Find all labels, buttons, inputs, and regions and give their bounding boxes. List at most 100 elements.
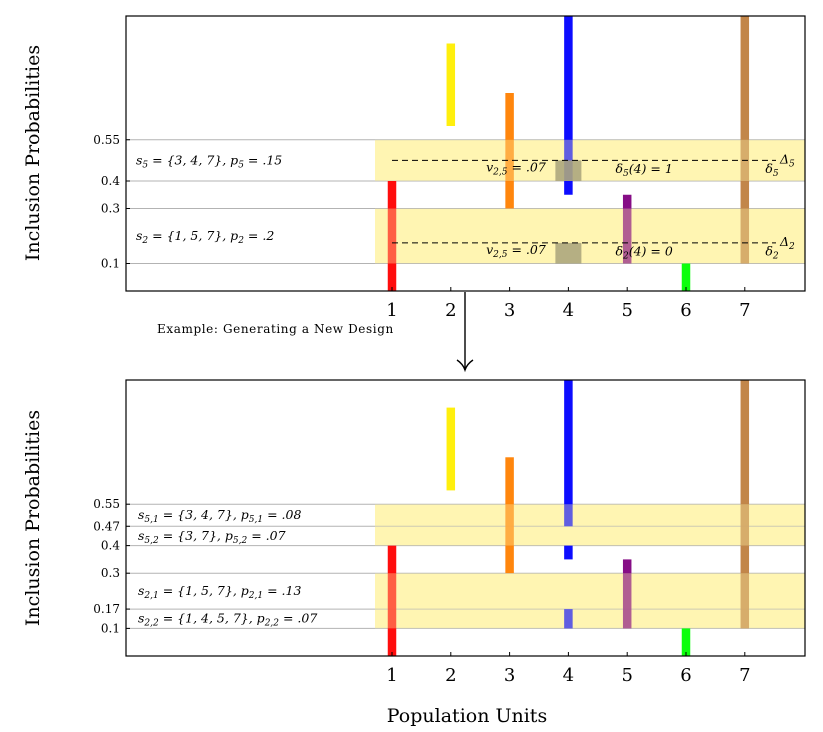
- text-run: 5: [142, 160, 148, 170]
- text-run: = {3, 4, 7}, p: [148, 152, 238, 167]
- x-tick-label: 7: [739, 300, 750, 321]
- x-tick-label: 2: [445, 665, 456, 686]
- bar-unit-2: [446, 43, 456, 126]
- text-run: = {3, 7}, p: [159, 528, 233, 543]
- y-tick-label: 0.3: [101, 566, 120, 580]
- text-run: 5,2: [144, 536, 159, 546]
- x-tick-label: 4: [563, 300, 574, 321]
- grey-block: [555, 242, 582, 264]
- text-run: 2,1: [248, 591, 263, 601]
- text-run: s: [138, 528, 144, 543]
- bar-unit-6: [681, 628, 691, 656]
- text-run: 2: [788, 242, 795, 252]
- y-tick-label: 0.1: [101, 621, 120, 635]
- text-run: 2,2: [264, 619, 280, 629]
- x-tick-label: 3: [504, 300, 515, 321]
- band-label: s5,2​ = {3, 7}, p5,2​ = .07: [138, 528, 286, 546]
- y-axis-label: Inclusion Probabilities: [22, 410, 44, 626]
- y-tick-label: 0.1: [101, 257, 120, 271]
- text-run: = {3, 4, 7}, p: [159, 507, 249, 522]
- bar-unit-1: [387, 545, 397, 656]
- grey-block: [555, 160, 582, 181]
- annotation: δ5​(4) = 1: [615, 161, 672, 179]
- band-label: s5​ = {3, 4, 7}, p5​ = .15: [136, 152, 282, 170]
- text-run: = .15: [244, 152, 282, 167]
- text-run: = .13: [263, 583, 301, 598]
- plot-frame: [125, 379, 806, 657]
- text-run: 5,1: [144, 515, 158, 525]
- x-tick-label: 6: [680, 300, 691, 321]
- bar-unit-5: [622, 194, 632, 264]
- bar-unit-1: [387, 181, 397, 291]
- text-run: 5: [623, 169, 629, 179]
- transition-arrow: [456, 292, 474, 373]
- text-run: v: [486, 242, 493, 257]
- bar-unit-7: [740, 16, 750, 264]
- caption-text: Example: Generating a New Design: [157, 322, 394, 336]
- text-run: (4) = 1: [629, 161, 673, 176]
- bar-unit-7: [740, 380, 750, 629]
- y-axis-label: Inclusion Probabilities: [22, 45, 44, 261]
- x-tick-label: 7: [739, 665, 750, 686]
- annotation: δ5​: [765, 161, 779, 179]
- x-tick-label: 3: [504, 665, 515, 686]
- text-run: s: [138, 507, 144, 522]
- band-overlay: [375, 504, 805, 546]
- text-run: = {1, 5, 7}, p: [148, 228, 238, 243]
- text-run: = .2: [244, 228, 274, 243]
- bar-unit-3: [505, 457, 514, 574]
- text-run: = .08: [263, 507, 301, 522]
- text-run: s: [138, 611, 144, 626]
- text-run: 5,1: [249, 515, 263, 525]
- x-tick-label: 1: [386, 300, 397, 321]
- text-run: = {1, 4, 5, 7}, p: [159, 611, 265, 626]
- plot-frame: [125, 15, 806, 292]
- text-run: 2,5: [492, 250, 508, 260]
- annotation: v2,5​ = .07: [486, 242, 546, 260]
- text-run: 2,5: [492, 167, 508, 177]
- x-tick-label: 1: [386, 665, 397, 686]
- x-tick-label: 5: [621, 300, 632, 321]
- y-tick-label: 0.4: [101, 539, 120, 553]
- bar-unit-6: [681, 263, 691, 291]
- text-run: 2: [237, 236, 244, 246]
- delta-label: Δ2​: [779, 234, 795, 252]
- y-tick-label: 0.4: [101, 174, 120, 188]
- y-tick-label: 0.55: [93, 133, 120, 147]
- y-tick-label: 0.47: [93, 519, 120, 533]
- text-run: Δ: [779, 234, 789, 249]
- band-label: s5,1​ = {3, 4, 7}, p5,1​ = .08: [138, 507, 301, 525]
- text-run: δ: [615, 161, 623, 176]
- y-tick-label: 0.17: [93, 602, 120, 616]
- text-run: v: [486, 159, 493, 174]
- text-run: δ: [615, 243, 623, 258]
- bar-unit-4: [564, 545, 573, 560]
- band-label: s2​ = {1, 5, 7}, p2​ = .2: [136, 228, 274, 246]
- x-tick-label: 5: [621, 665, 632, 686]
- text-run: (4) = 0: [629, 243, 673, 258]
- text-run: 2: [772, 251, 779, 261]
- text-run: 2: [141, 236, 148, 246]
- text-run: s: [136, 152, 142, 167]
- band-overlay: [375, 208, 805, 264]
- highlight-band: [375, 504, 805, 546]
- x-axis-label: Population Units: [387, 705, 547, 727]
- text-run: δ: [765, 243, 773, 258]
- text-run: 5: [773, 169, 779, 179]
- bar-unit-5: [622, 559, 632, 629]
- text-run: δ: [765, 161, 773, 176]
- y-tick-label: 0.55: [93, 497, 120, 511]
- text-run: = .07: [279, 611, 317, 626]
- annotation: δ2​(4) = 0: [615, 243, 672, 261]
- text-run: 2,2: [143, 619, 159, 629]
- text-run: 5,2: [233, 536, 248, 546]
- text-run: Δ: [779, 151, 789, 166]
- highlight-band: [375, 573, 805, 629]
- bar-unit-2: [446, 407, 456, 491]
- annotation: δ2​: [765, 243, 779, 261]
- band-overlay: [375, 139, 805, 181]
- text-run: = .07: [247, 528, 285, 543]
